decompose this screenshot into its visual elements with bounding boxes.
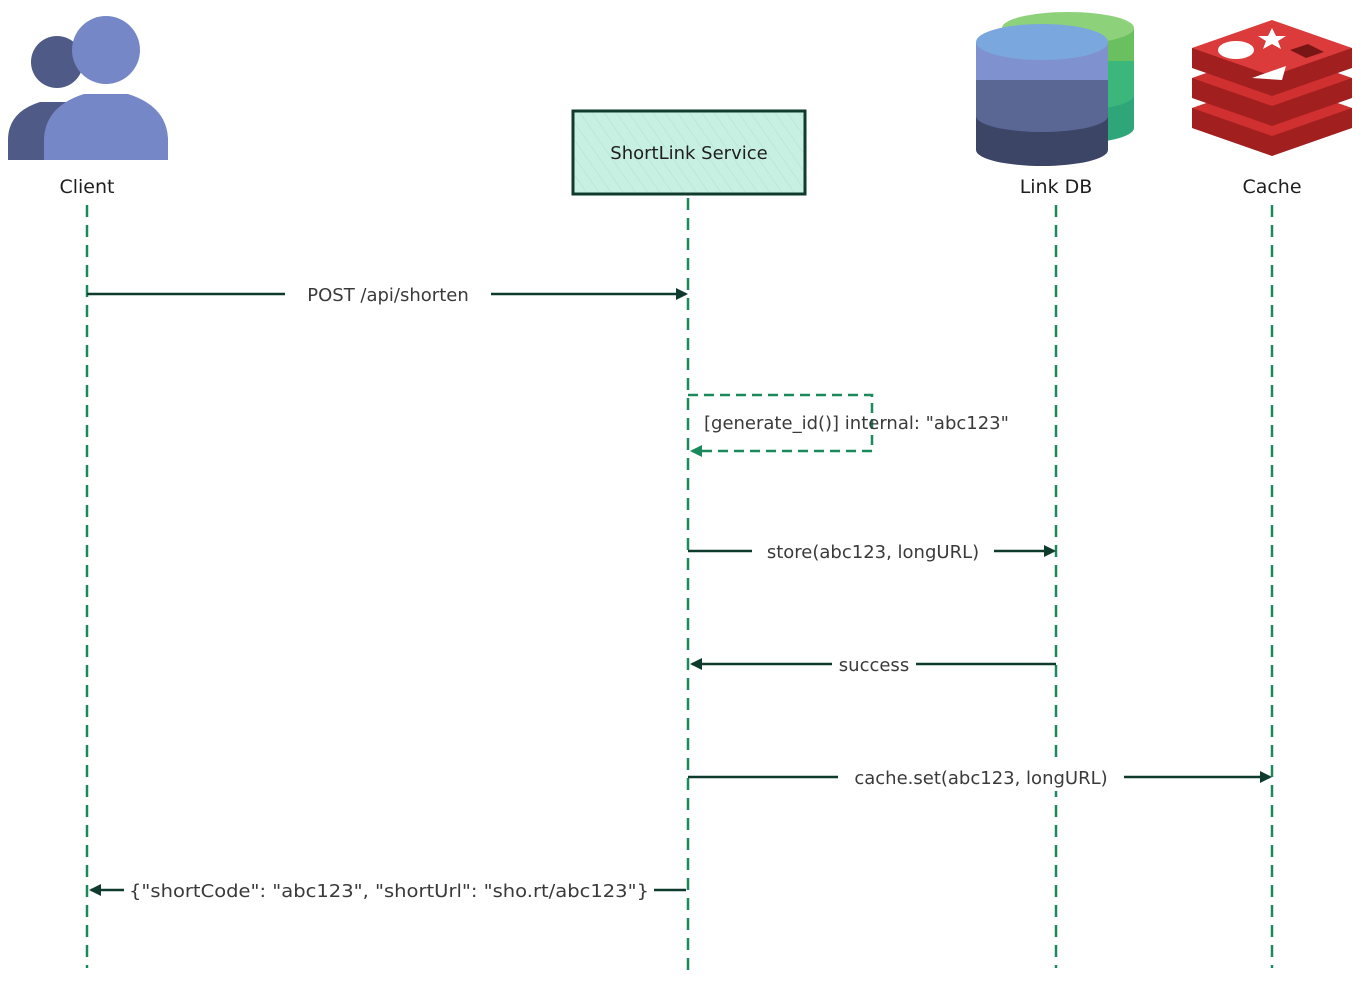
message-post: POST /api/shorten — [87, 282, 688, 308]
message-post-label: POST /api/shorten — [307, 285, 469, 306]
service-box — [571, 109, 807, 196]
service-label: ShortLink Service — [610, 143, 767, 164]
database-icon — [976, 12, 1134, 166]
users-icon — [8, 16, 168, 160]
client-label: Client — [59, 176, 114, 198]
message-response: {"shortCode": "abc123", "shortUrl": "sho… — [89, 878, 686, 904]
message-generate-self: [generate_id()] internal: "abc123" — [688, 393, 1009, 457]
db-label: Link DB — [1020, 176, 1093, 198]
message-cache-set: cache.set(abc123, longURL) — [688, 765, 1272, 791]
message-success: success — [690, 652, 1056, 678]
message-cache-set-label: cache.set(abc123, longURL) — [854, 768, 1107, 789]
redis-icon — [1192, 20, 1352, 156]
message-response-label: {"shortCode": "abc123", "shortUrl": "sho… — [129, 881, 649, 902]
message-store-label: store(abc123, longURL) — [767, 542, 979, 563]
message-store: store(abc123, longURL) — [688, 539, 1056, 565]
cache-label: Cache — [1242, 176, 1301, 198]
message-success-label: success — [839, 655, 909, 676]
message-generate-label: [generate_id()] internal: "abc123" — [704, 413, 1009, 434]
